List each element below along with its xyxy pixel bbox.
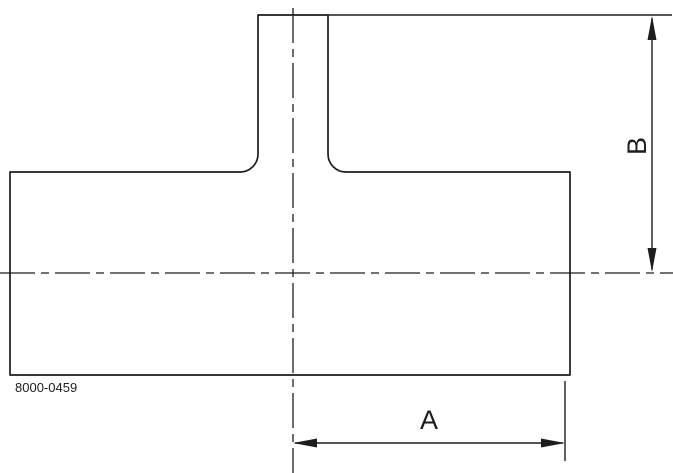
dim-b-label: B <box>622 137 652 155</box>
dimension-b: B <box>622 16 657 272</box>
dim-b-arrow-down-icon <box>647 248 657 272</box>
dim-a-arrow-left-icon <box>293 438 317 448</box>
dim-a-arrow-right-icon <box>541 438 565 448</box>
part-number: 8000-0459 <box>15 380 77 395</box>
dim-a-label: A <box>420 405 438 435</box>
dimension-a: A <box>293 381 566 461</box>
tee-body-outline <box>9 14 571 376</box>
dim-b-arrow-up-icon <box>647 16 657 40</box>
